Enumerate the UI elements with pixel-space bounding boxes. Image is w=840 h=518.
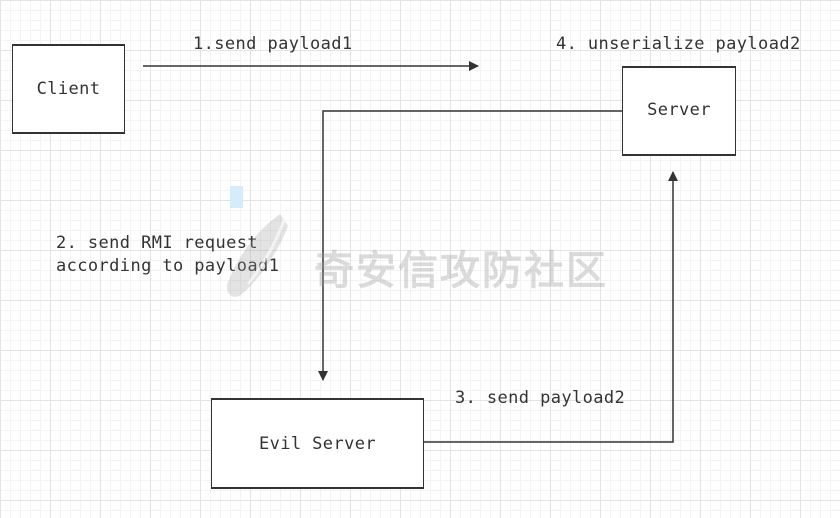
server-label: Server xyxy=(647,100,711,120)
server-box: Server xyxy=(622,66,736,156)
step2-label-line1: 2. send RMI request xyxy=(56,233,259,253)
step4-label: 4. unserialize payload2 xyxy=(556,34,801,54)
evil-server-box: Evil Server xyxy=(211,398,424,489)
step1-label: 1.send payload1 xyxy=(193,34,353,54)
step3-label: 3. send payload2 xyxy=(455,388,626,408)
shield-feather-logo-icon xyxy=(226,186,288,297)
evil-server-label: Evil Server xyxy=(259,433,376,454)
client-box: Client xyxy=(12,44,125,134)
arrow-server-to-evil-server xyxy=(318,110,623,381)
client-label: Client xyxy=(36,79,101,99)
arrow-evil-server-to-server xyxy=(424,171,678,443)
watermark-text: 奇安信攻防社区 xyxy=(314,248,608,294)
watermark: 奇安信攻防社区 xyxy=(218,186,618,304)
step2-label-line2: according to payload1 xyxy=(56,256,280,276)
